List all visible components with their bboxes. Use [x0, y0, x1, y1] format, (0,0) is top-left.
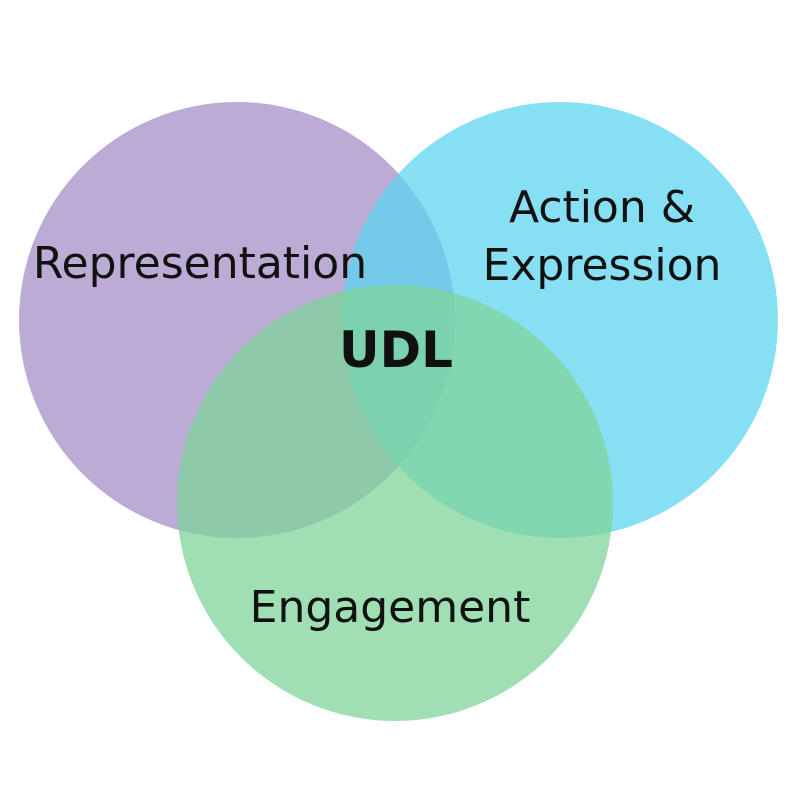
action-label-line-2: Expression [483, 240, 722, 291]
engagement-circle [177, 285, 613, 721]
representation-label: Representation [33, 238, 367, 289]
center-label-udl: UDL [339, 321, 453, 379]
action-label-line-1: Action & [509, 182, 695, 233]
engagement-label: Engagement [250, 582, 531, 633]
